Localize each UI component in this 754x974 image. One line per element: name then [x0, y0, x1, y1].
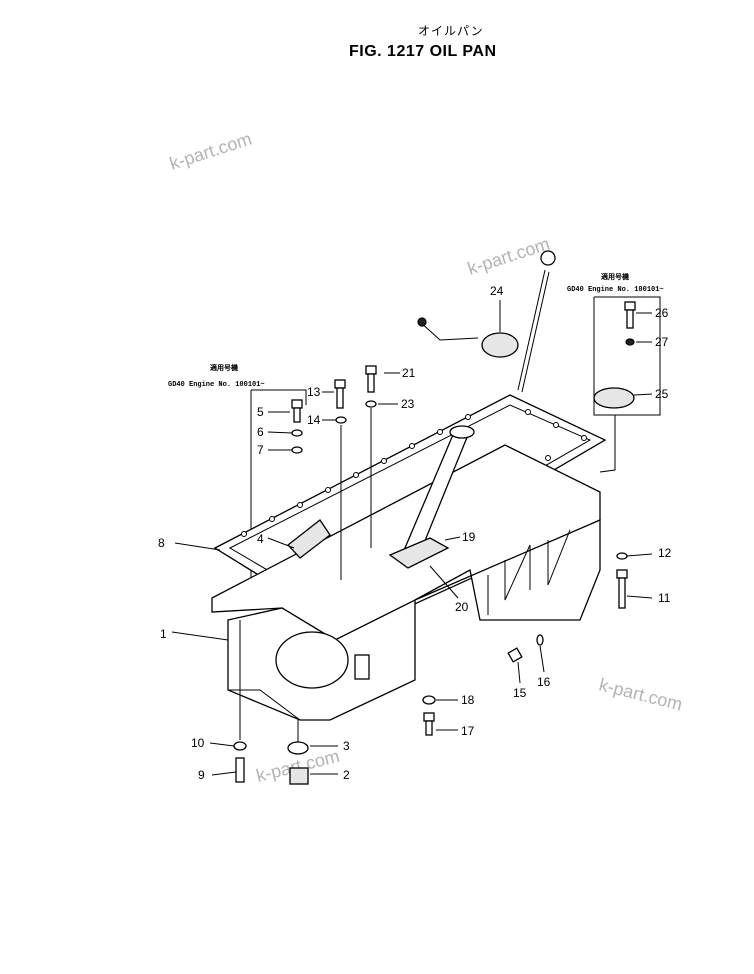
callout-27: 27	[655, 335, 669, 349]
figure-title: FIG. 1217 OIL PAN	[349, 43, 497, 60]
note-right: GD40 Engine No. 100101~	[567, 286, 664, 294]
strainer	[287, 519, 331, 559]
callout-5: 5	[257, 405, 264, 419]
oil-pan-flange	[211, 444, 601, 641]
callout-21: 21	[402, 366, 416, 380]
oil-pan-ribs	[487, 529, 571, 615]
pipe-flange	[388, 537, 450, 569]
dipstick-handle	[540, 250, 556, 266]
callout-24: 24	[490, 284, 504, 298]
bracket-right	[593, 296, 661, 416]
oil-filler-cap	[481, 332, 519, 358]
watermark-2: k-part.com	[465, 234, 552, 279]
callout-6: 6	[257, 425, 264, 439]
oil-pan-drain-well	[275, 631, 349, 689]
fasteners	[233, 301, 636, 785]
callout-1: 1	[160, 627, 167, 641]
bracket-right-leader	[599, 415, 616, 473]
chain-clip	[417, 317, 427, 327]
oil-pan-bracket	[354, 654, 370, 680]
callout-12: 12	[658, 546, 672, 560]
callout-3: 3	[343, 739, 350, 753]
dipstick-tube	[517, 269, 550, 393]
oil-pan-deep-section	[414, 519, 601, 621]
callout-7: 7	[257, 443, 264, 457]
note-left-jp: 適用号機	[210, 363, 238, 373]
callout-15: 15	[513, 686, 527, 700]
note-left: GD40 Engine No. 100101~	[168, 381, 265, 389]
callout-18: 18	[461, 693, 475, 707]
watermark-3: k-part.com	[597, 674, 684, 714]
callout-25: 25	[655, 387, 669, 401]
callout-26: 26	[655, 306, 669, 320]
callout-14: 14	[307, 413, 321, 427]
cover	[593, 387, 635, 409]
callout-11: 11	[658, 591, 671, 605]
callout-19: 19	[462, 530, 476, 544]
callout-9: 9	[198, 768, 205, 782]
cap-chain	[417, 319, 479, 341]
oil-fill-pipe-mouth	[449, 425, 475, 439]
callout-2: 2	[343, 768, 350, 782]
oil-pan-edge	[228, 689, 301, 721]
figure-title-japanese: オイルパン	[418, 24, 484, 38]
watermark-1: k-part.com	[167, 129, 254, 174]
note-right-jp: 適用号機	[601, 272, 629, 282]
callout-20: 20	[455, 600, 469, 614]
callout-13: 13	[307, 385, 321, 399]
callout-4: 4	[257, 532, 264, 546]
callout-23: 23	[401, 397, 415, 411]
callout-16: 16	[537, 675, 551, 689]
callout-10: 10	[191, 736, 205, 750]
leader-lines	[171, 300, 653, 776]
callout-8: 8	[158, 536, 165, 550]
callout-17: 17	[461, 724, 475, 738]
